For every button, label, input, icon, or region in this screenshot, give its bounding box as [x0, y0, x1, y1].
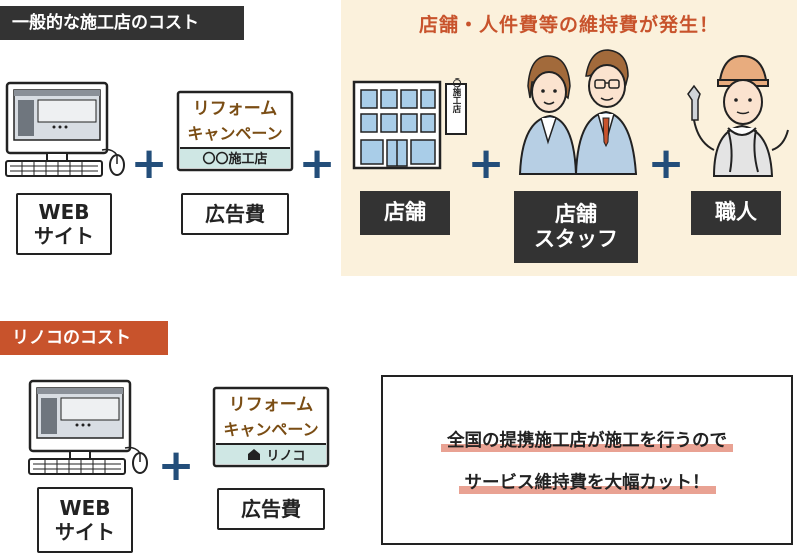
ad-cost-box: 広告費: [181, 193, 289, 235]
web-site-box: WEB サイト: [16, 193, 112, 255]
message-line-2: サービス維持費を大幅カット！: [383, 469, 791, 494]
ad-card-line1: リフォーム: [229, 395, 314, 415]
plus-icon: +: [130, 138, 168, 189]
store-sign: 〇〇施工店: [451, 78, 462, 114]
ad-card-footer: 〇〇施工店: [202, 151, 267, 167]
store-box: 店舗: [360, 191, 450, 235]
rinoko-cost-tag: リノコのコスト: [0, 321, 168, 355]
store-building-icon: 〇〇施工店: [352, 78, 467, 170]
plus-icon: +: [467, 138, 505, 189]
ad-card-line1: リフォーム: [193, 99, 278, 119]
plus-icon: +: [647, 138, 685, 189]
ad-card-line2: キャンペーン: [187, 124, 282, 143]
web-site-box: WEB サイト: [37, 487, 133, 553]
ad-cost-box: 広告費: [217, 488, 325, 530]
plus-icon: +: [157, 440, 195, 491]
ad-card-footer: リノコ: [266, 449, 305, 464]
house-icon: [248, 449, 260, 460]
store-staff-icon: [518, 49, 638, 175]
cost-cut-message-box: 全国の提携施工店が施工を行うので サービス維持費を大幅カット！: [381, 375, 793, 545]
plus-icon: +: [298, 138, 336, 189]
ad-card-line2: キャンペーン: [223, 420, 318, 439]
ad-card-icon: リフォーム キャンペーン 〇〇施工店: [176, 90, 294, 172]
computer-icon: [5, 81, 125, 177]
craftsman-icon: [687, 54, 789, 177]
computer-icon: [28, 379, 148, 475]
ad-card-icon: リフォーム キャンペーン リノコ: [212, 386, 330, 468]
craftsman-box: 職人: [691, 191, 781, 235]
store-staff-box: 店舗 スタッフ: [514, 191, 638, 263]
maintenance-cost-title: 店舗・人件費等の維持費が発生！: [418, 14, 719, 36]
message-line-1: 全国の提携施工店が施工を行うので: [383, 427, 791, 452]
general-cost-tag: 一般的な施工店のコスト: [0, 6, 244, 40]
